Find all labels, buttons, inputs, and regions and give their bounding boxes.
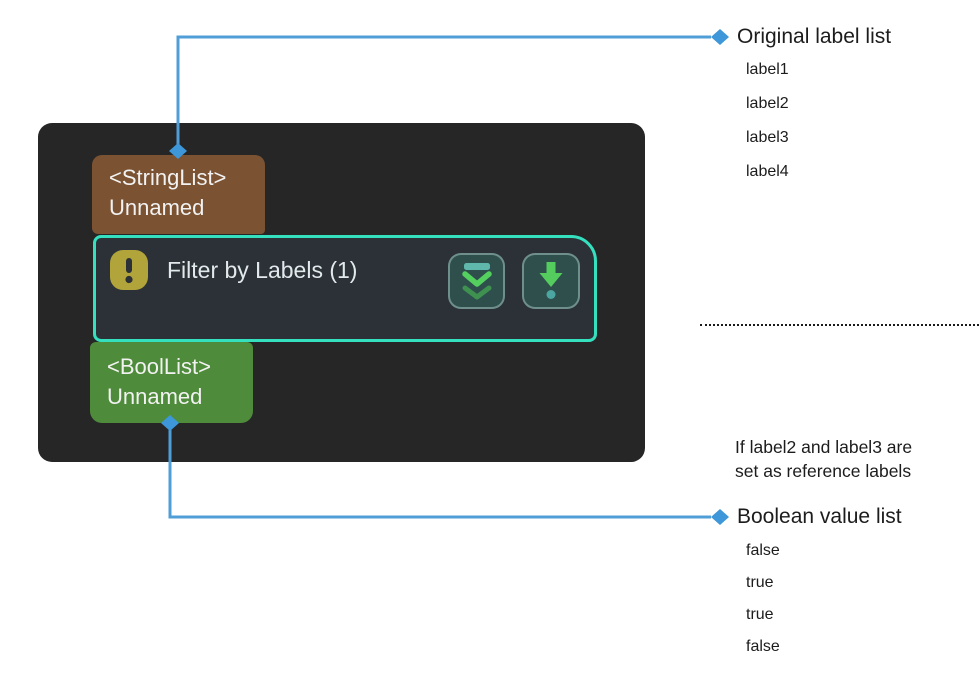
bool-list-item: true xyxy=(746,606,774,623)
note-line: set as reference labels xyxy=(735,461,912,481)
label-list-item: label4 xyxy=(746,163,789,180)
boolean-value-list-title: Boolean value list xyxy=(737,505,902,528)
callout-diamond-bottom xyxy=(711,509,729,525)
bool-list-item: false xyxy=(746,638,780,655)
input-port-name: Unnamed xyxy=(109,195,205,220)
node-header: Filter by Labels (1) xyxy=(110,250,357,290)
dotted-separator xyxy=(700,324,979,326)
filter-by-labels-node[interactable]: Filter by Labels (1) xyxy=(93,235,597,342)
double-chevron-down-icon xyxy=(461,263,492,300)
boolean-value-list: false true true false xyxy=(746,541,780,657)
collapse-parameters-button[interactable] xyxy=(448,253,505,309)
label-list-item: label3 xyxy=(746,129,789,146)
input-port-type: <StringList> xyxy=(109,165,227,190)
input-port-stringlist[interactable]: <StringList> Unnamed xyxy=(92,155,265,234)
bool-list-item: true xyxy=(746,574,774,591)
callout-diamond-top xyxy=(711,29,729,45)
step-output-button[interactable] xyxy=(522,253,580,309)
label-list-item: label1 xyxy=(746,61,789,78)
original-label-list-title: Original label list xyxy=(737,25,892,48)
label-list-item: label2 xyxy=(746,95,789,112)
node-title: Filter by Labels (1) xyxy=(167,256,358,283)
arrow-down-dot-icon xyxy=(539,262,563,299)
output-port-type: <BoolList> xyxy=(107,354,211,379)
bool-list-item: false xyxy=(746,542,780,559)
reference-labels-note: If label2 and label3 are set as referenc… xyxy=(735,435,912,483)
note-line: If label2 and label3 are xyxy=(735,437,913,457)
warning-exclamation-icon[interactable] xyxy=(110,250,148,290)
output-port-boollist[interactable]: <BoolList> Unnamed xyxy=(90,342,253,423)
original-label-list: label1 label2 label3 label4 xyxy=(746,60,789,182)
output-port-name: Unnamed xyxy=(107,384,203,409)
